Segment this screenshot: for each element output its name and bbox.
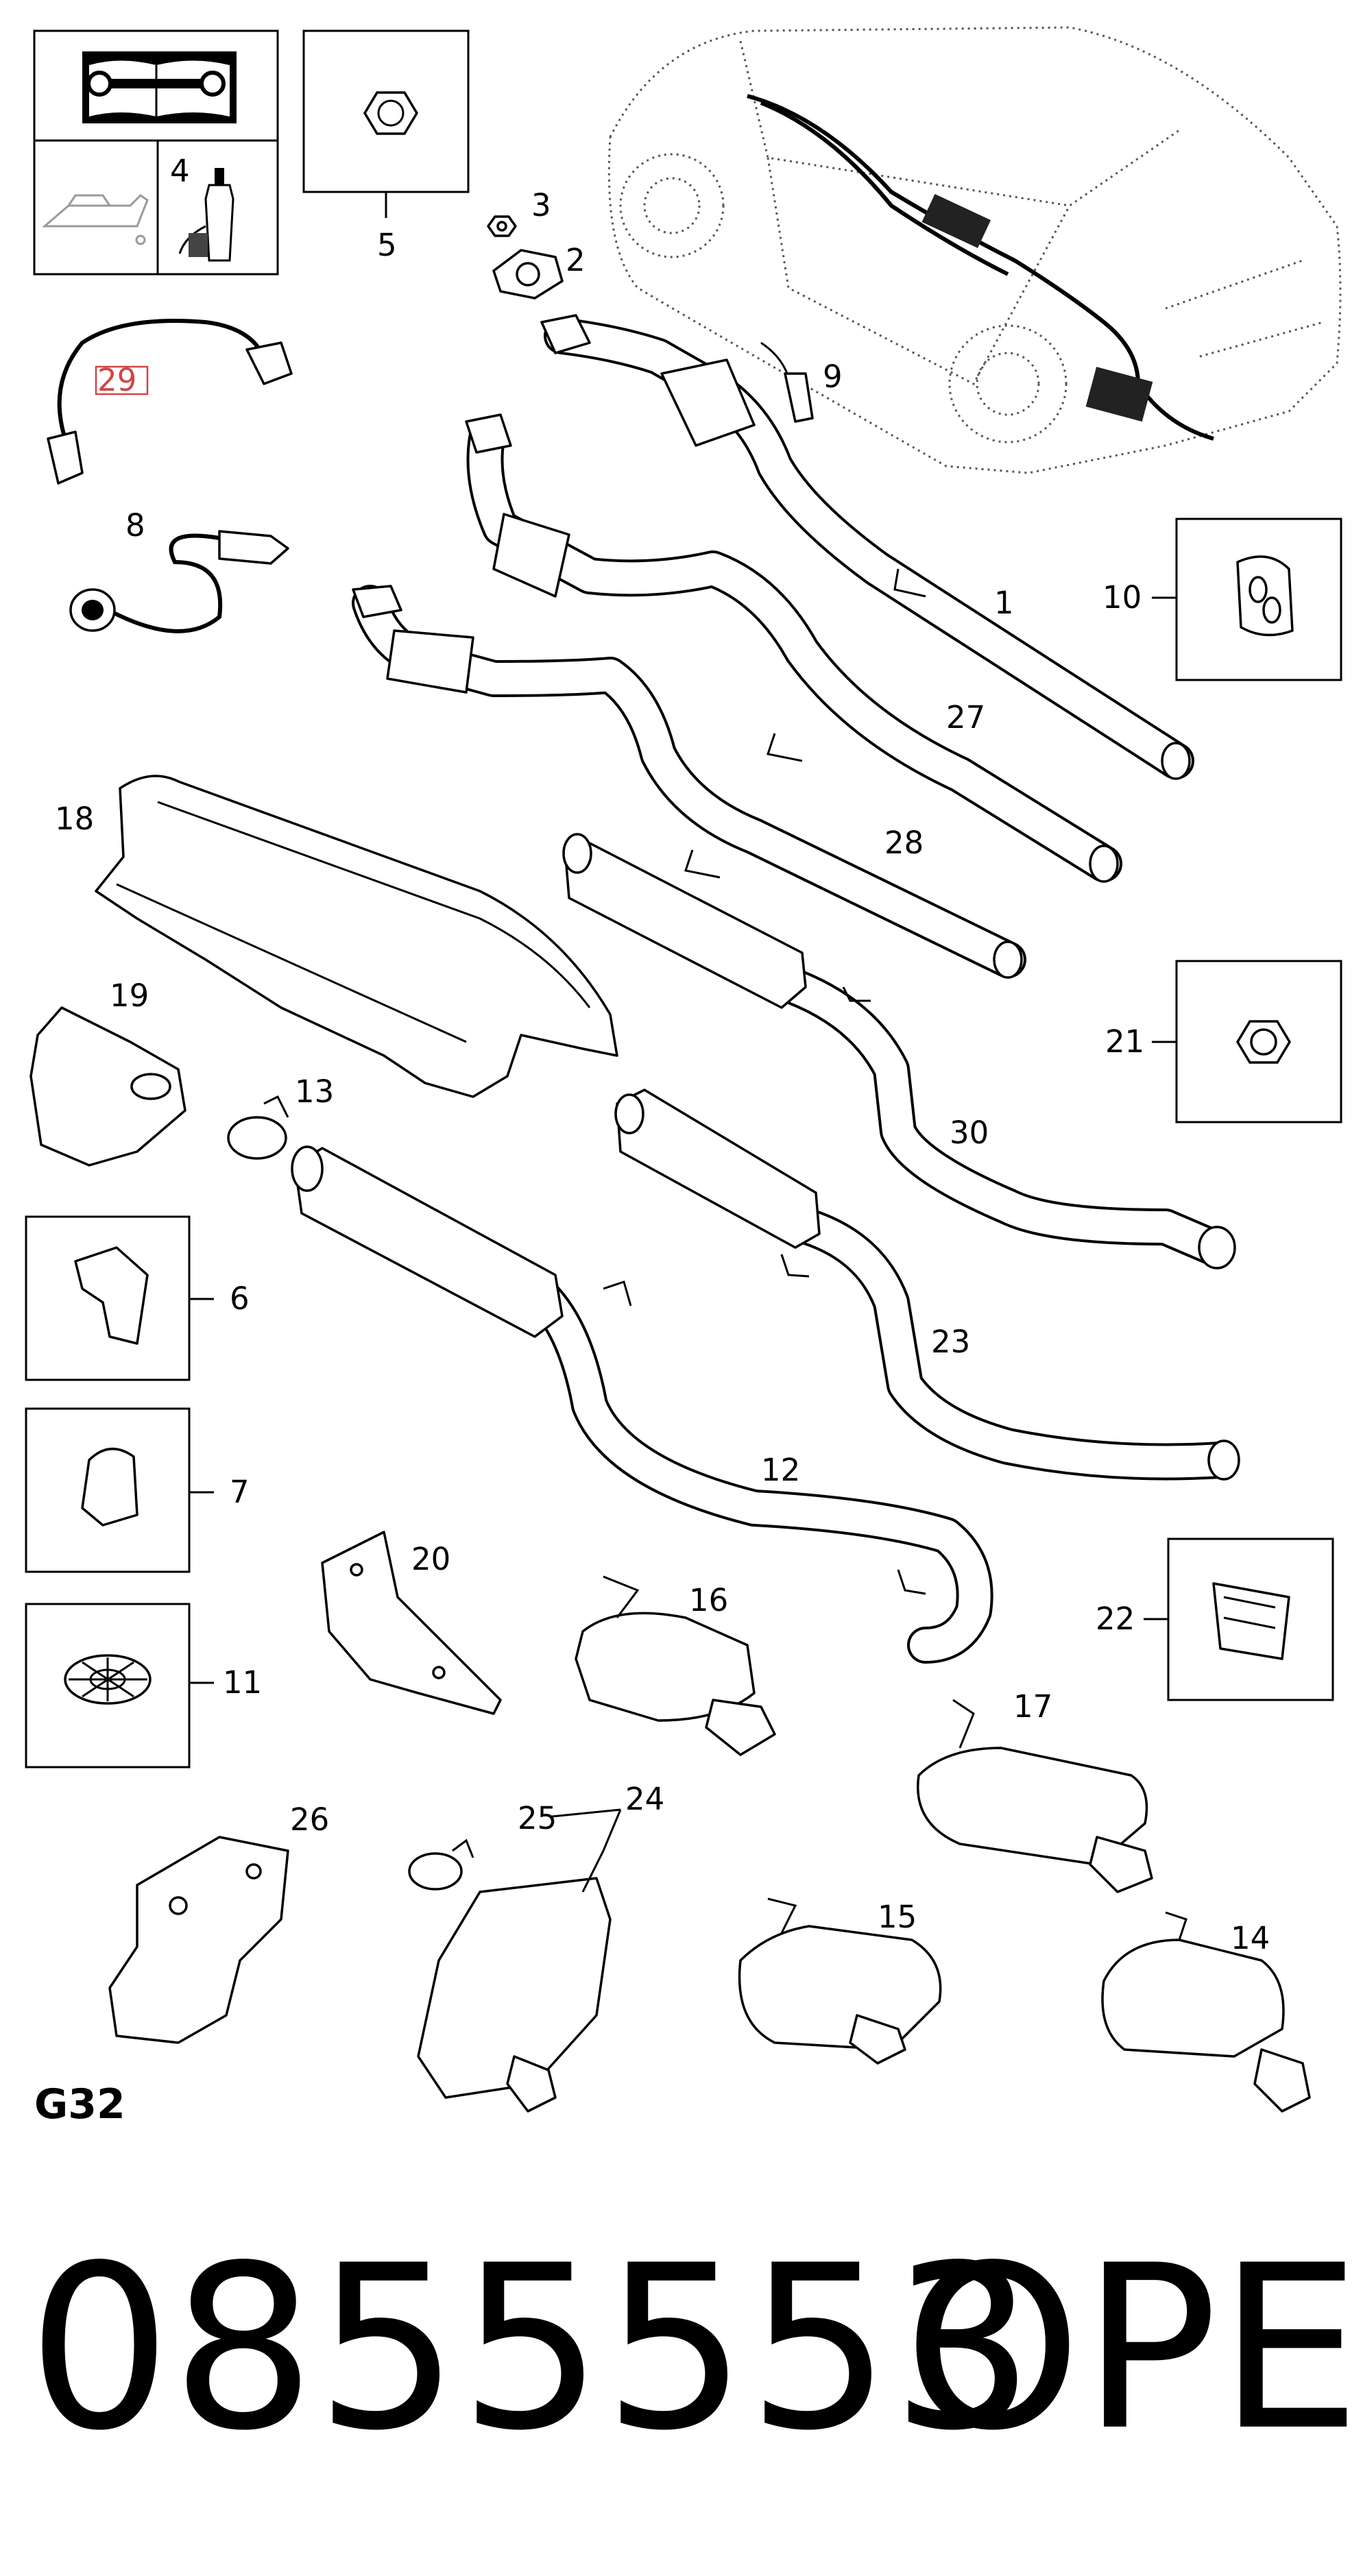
callout-2: 2 <box>566 242 586 278</box>
heat-shield-18 <box>95 775 618 1098</box>
callout-28: 28 <box>884 825 924 861</box>
callout-25: 25 <box>518 1800 557 1836</box>
callout-17: 17 <box>1013 1688 1052 1725</box>
callout-23: 23 <box>931 1324 970 1360</box>
callout-20: 20 <box>411 1541 450 1577</box>
clamp-13 <box>227 1095 289 1160</box>
callout-1: 1 <box>994 585 1014 621</box>
oil-can-icon <box>41 194 149 245</box>
part-box-10: 10 <box>1102 518 1342 681</box>
rear-muffler-17 <box>917 1699 1153 1893</box>
callout-13: 13 <box>295 1073 334 1110</box>
part-box-22: 22 <box>1096 1538 1334 1701</box>
heat-shield-19 <box>29 1006 186 1167</box>
rear-muffler-14 <box>1101 1911 1311 2113</box>
part-number: 0855553 <box>27 2217 1035 2480</box>
reference-info-box: 4 <box>33 29 279 276</box>
callout-11: 11 <box>223 1664 262 1701</box>
callout-29: 29 <box>97 362 136 398</box>
wrench-book-icon <box>82 51 237 123</box>
callout-26: 26 <box>290 1801 329 1838</box>
callout-19: 19 <box>110 977 149 1014</box>
callout-22: 22 <box>1096 1601 1135 1637</box>
callout-24: 24 <box>625 1781 664 1817</box>
callout-16: 16 <box>689 1582 728 1618</box>
part-box-5: 5 <box>302 29 470 263</box>
middle-muffler-30 <box>562 833 1236 1269</box>
front-pipe-28 <box>352 585 1026 979</box>
rear-muffler-15 <box>738 1897 942 2065</box>
callout-7: 7 <box>230 1474 250 1510</box>
callout-4: 4 <box>170 153 190 189</box>
rear-muffler-16 <box>575 1575 776 1756</box>
hex-nut-icon <box>363 91 419 135</box>
callout-15: 15 <box>878 1899 917 1935</box>
callout-9: 9 <box>823 359 843 395</box>
callout-10: 10 <box>1102 579 1142 616</box>
part-box-6: 6 <box>25 1215 250 1381</box>
middle-muffler-23 <box>614 1089 1240 1481</box>
car-outline-illustration <box>607 26 1342 474</box>
front-pipe-27 <box>465 413 1122 883</box>
callout-6: 6 <box>230 1280 250 1317</box>
sensor-8 <box>69 530 289 633</box>
middle-muffler-12 <box>291 1145 993 1664</box>
front-pipe-1 <box>540 314 1194 780</box>
brand-name: OPEL <box>904 2217 1363 2480</box>
callout-30: 30 <box>950 1115 989 1151</box>
part-box-7: 7 <box>25 1407 250 1573</box>
part-box-21: 21 <box>1105 960 1342 1123</box>
bracket-20 <box>321 1531 502 1715</box>
part-2-gasket <box>492 249 564 300</box>
group-code: G32 <box>34 2080 125 2128</box>
callout-27: 27 <box>946 699 985 736</box>
rear-muffler-24 <box>408 1808 622 2113</box>
part-3-nut <box>487 215 517 237</box>
callout-3: 3 <box>531 187 551 223</box>
callout-5: 5 <box>377 227 397 263</box>
heat-shield-26 <box>108 1836 289 2044</box>
oxygen-sensor-29: 29 <box>47 319 293 485</box>
sensor-9 <box>760 341 814 423</box>
part-box-11: 11 <box>25 1603 262 1769</box>
callout-18: 18 <box>55 801 94 837</box>
callout-8: 8 <box>125 507 145 544</box>
sealant-bottle-icon <box>178 168 234 262</box>
callout-12: 12 <box>761 1452 800 1488</box>
callout-14: 14 <box>1231 1920 1270 1956</box>
callout-21: 21 <box>1105 1023 1144 1060</box>
